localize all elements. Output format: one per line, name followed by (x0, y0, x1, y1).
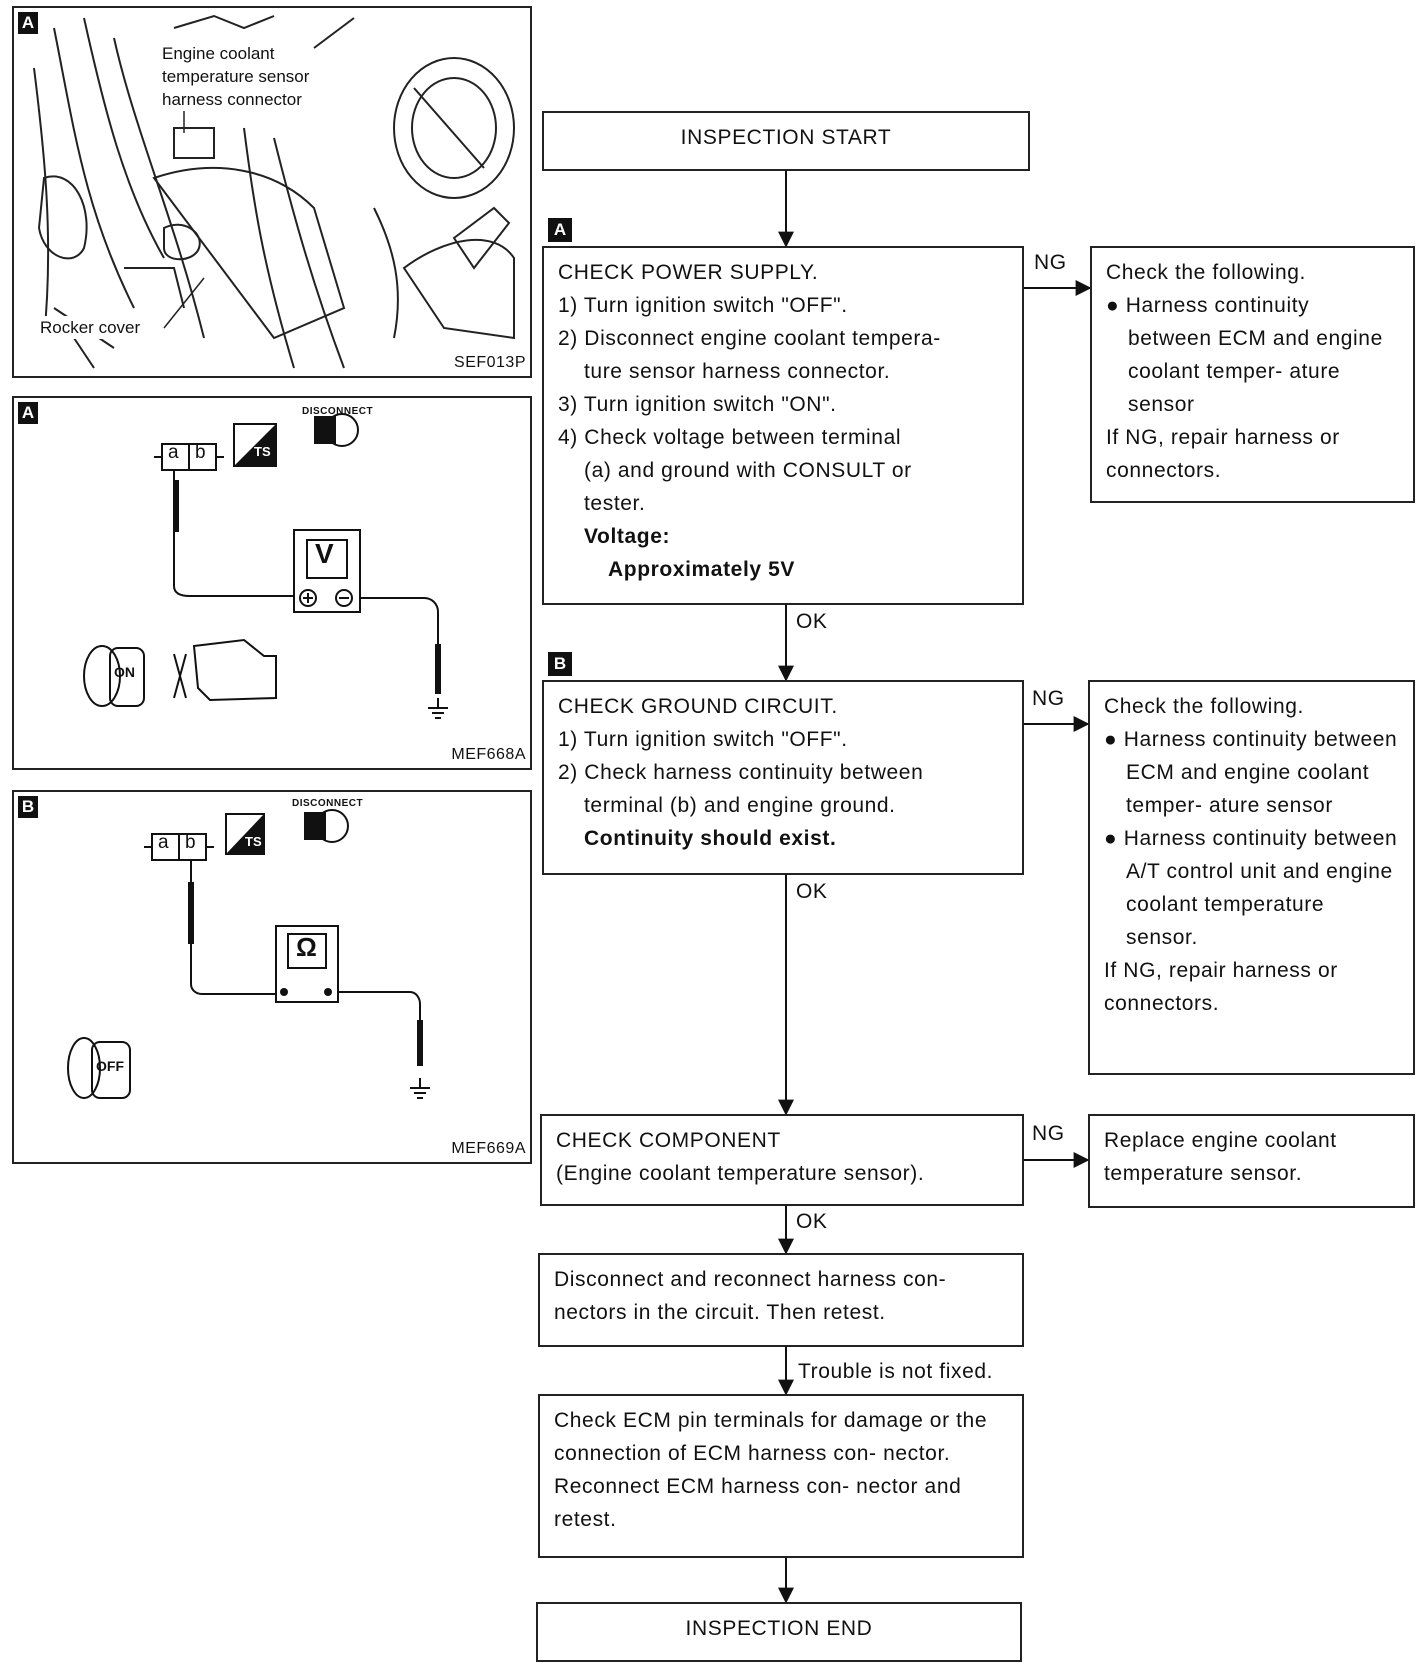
step-a-title: CHECK POWER SUPPLY. (558, 261, 819, 284)
key-on-label: ON (114, 664, 135, 680)
ng-box-bullet: ● Harness continuity between ECM and eng… (1104, 728, 1398, 817)
ng-label: NG (1034, 251, 1067, 275)
ok-label: OK (796, 880, 828, 904)
ok-label: OK (796, 1210, 828, 1234)
ng-box-bullet: ● Harness continuity between ECM and eng… (1106, 294, 1383, 416)
replace-sensor-text: Replace engine coolant temperature senso… (1104, 1129, 1337, 1185)
check-component-box: CHECK COMPONENT (Engine coolant temperat… (540, 1114, 1024, 1206)
step-a-tag: A (548, 218, 572, 242)
terminal-a-label: a (158, 832, 169, 853)
step-c-line: (Engine coolant temperature sensor). (556, 1162, 925, 1185)
ng-box-action: If NG, repair harness or connectors. (1104, 959, 1338, 1015)
meter-ohm-symbol: Ω (296, 932, 317, 962)
terminal-b-label: b (185, 832, 196, 853)
key-off-label: OFF (96, 1058, 124, 1074)
step-b-ng-box: Check the following. ● Harness continuit… (1088, 680, 1415, 1075)
ng-label: NG (1032, 1122, 1065, 1146)
voltage-spec-label: Voltage: (584, 525, 671, 548)
step-a-line: 1) Turn ignition switch "OFF". (558, 294, 848, 317)
voltage-spec-value: Approximately 5V (608, 558, 795, 581)
inspection-start-box: INSPECTION START (542, 111, 1030, 171)
figure-tag: A (18, 12, 38, 34)
figure-code: MEF669A (451, 1140, 526, 1157)
ng-label: NG (1032, 687, 1065, 711)
continuity-wiring (67, 809, 430, 1099)
ng-box-action: If NG, repair harness or connectors. (1106, 426, 1340, 482)
inspection-start-label: INSPECTION START (680, 126, 892, 149)
step-a-line: (a) and ground with CONSULT or (584, 459, 912, 482)
step-a-line: 3) Turn ignition switch "ON". (558, 393, 837, 416)
step-b-tag: B (548, 652, 572, 676)
ts-label: TS (245, 834, 262, 849)
inspection-end-label: INSPECTION END (685, 1617, 873, 1640)
figure-code: SEF013P (454, 354, 526, 371)
ng-box-bullet: ● Harness continuity between A/T control… (1104, 827, 1398, 949)
step-a-line: 4) Check voltage between terminal (558, 426, 902, 449)
check-ground-circuit-box: CHECK GROUND CIRCUIT. 1) Turn ignition s… (542, 680, 1024, 875)
check-power-supply-box: CHECK POWER SUPPLY. 1) Turn ignition swi… (542, 246, 1024, 605)
rocker-cover-label: Rocker cover (38, 316, 143, 339)
ts-label: TS (254, 444, 271, 459)
ecm-check-box: Check ECM pin terminals for damage or th… (538, 1394, 1024, 1558)
step-b-title: CHECK GROUND CIRCUIT. (558, 695, 838, 718)
figure-tag: A (18, 402, 38, 424)
engine-photo-figure: A Engine coolant temperature sensor harn… (12, 6, 532, 378)
step-a-line: ture sensor harness connector. (584, 360, 891, 383)
continuity-spec: Continuity should exist. (584, 827, 837, 850)
disconnect-label: DISCONNECT (292, 798, 364, 809)
ng-box-title: Check the following. (1106, 261, 1306, 284)
inspection-end-box: INSPECTION END (536, 1602, 1022, 1662)
step-a-ng-box: Check the following. ● Harness continuit… (1090, 246, 1415, 503)
step-b-line: 1) Turn ignition switch "OFF". (558, 728, 848, 751)
not-fixed-label: Trouble is not fixed. (798, 1360, 994, 1384)
voltage-check-figure: A a b TS DISCONNECT V ON MEF668A (12, 396, 532, 770)
figure-tag: B (18, 796, 38, 818)
disconnect-label: DISCONNECT (302, 406, 374, 417)
step-c-ng-box: Replace engine coolant temperature senso… (1088, 1114, 1415, 1208)
reconnect-box: Disconnect and reconnect harness con- ne… (538, 1253, 1024, 1347)
continuity-check-figure: B a b TS DISCONNECT Ω OFF MEF669A (12, 790, 532, 1164)
step-b-line: terminal (b) and engine ground. (584, 794, 896, 817)
meter-voltage-symbol: V (315, 538, 334, 569)
voltage-wiring (83, 413, 448, 719)
step-a-line: tester. (584, 492, 646, 515)
reconnect-text: Disconnect and reconnect harness con- ne… (554, 1268, 947, 1324)
ecm-check-text: Check ECM pin terminals for damage or th… (554, 1409, 988, 1531)
step-c-title: CHECK COMPONENT (556, 1129, 781, 1152)
ng-box-title: Check the following. (1104, 695, 1304, 718)
figure-code: MEF668A (451, 746, 526, 763)
sensor-connector-label: Engine coolant temperature sensor harnes… (160, 42, 312, 111)
terminal-b-label: b (195, 442, 206, 463)
step-b-line: 2) Check harness continuity between (558, 761, 924, 784)
terminal-a-label: a (168, 442, 179, 463)
ok-label: OK (796, 610, 828, 634)
engine-drawing (33, 14, 515, 369)
step-a-line: 2) Disconnect engine coolant tempera- (558, 327, 941, 350)
